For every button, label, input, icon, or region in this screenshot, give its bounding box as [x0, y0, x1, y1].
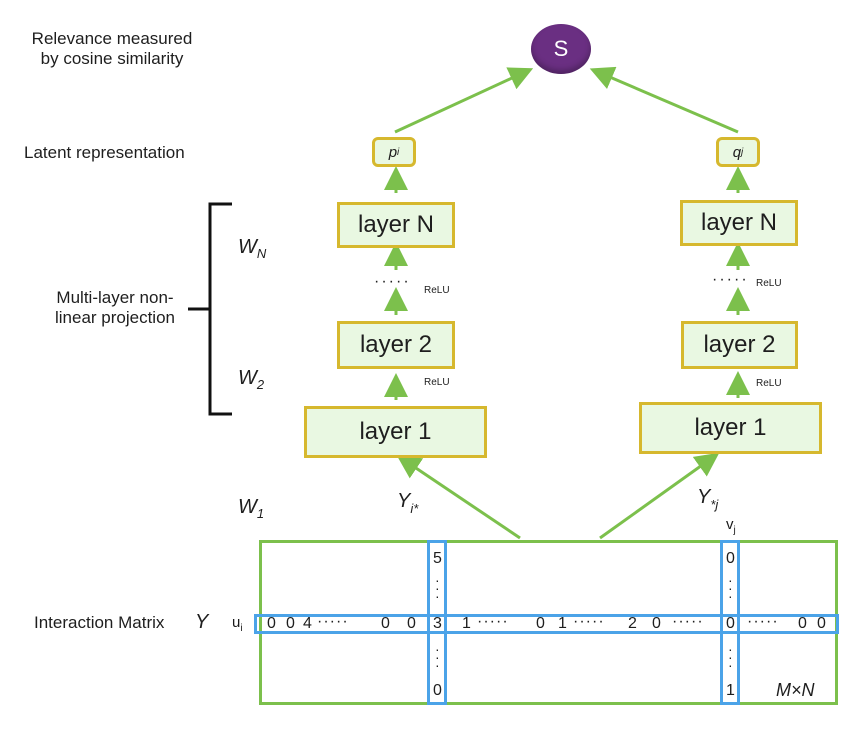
row-cell: ····· [747, 613, 779, 630]
col-i-vdots-upper: ··· [435, 572, 440, 604]
mlp-label: Multi-layer non- linear projection [54, 288, 175, 327]
interaction-label: Interaction Matrix [34, 613, 165, 632]
left-layer-n: layer N [337, 202, 455, 248]
row-cell: 2 [628, 615, 637, 632]
right-layer-1: layer 1 [639, 402, 822, 454]
row-cell: ····· [317, 613, 349, 630]
col-i-vdots-lower: ··· [435, 641, 440, 673]
row-cell: 0 [407, 615, 416, 632]
row-cell: 0 [286, 615, 295, 632]
left-relu-top: ReLU [424, 285, 450, 296]
right-ellipsis: ····· [712, 271, 749, 288]
row-cell: 3 [433, 615, 442, 632]
col-highlight-i [427, 540, 447, 705]
row-cell: 0 [267, 615, 276, 632]
relevance-label: Relevance measured by cosine similarity [31, 29, 193, 68]
row-cell: 1 [558, 615, 567, 632]
row-cell: 0 [798, 615, 807, 632]
col-i-bottom: 0 [433, 682, 442, 699]
row-cell: 0 [817, 615, 826, 632]
row-cell: 0 [536, 615, 545, 632]
left-layer-2: layer 2 [337, 321, 455, 369]
right-layer-n: layer N [680, 200, 798, 246]
similarity-node: S [531, 24, 591, 74]
right-input-label: Y*j [697, 486, 719, 512]
row-cell: ····· [477, 613, 509, 630]
arrow-q-to-s [589, 66, 739, 134]
left-relu-bottom: ReLU [424, 377, 450, 388]
col-j-vdots-lower: ··· [728, 641, 733, 673]
weight-w2: W2 [238, 367, 265, 392]
row-cell: 0 [726, 615, 735, 632]
weight-w1: W1 [238, 496, 265, 521]
row-cell: 1 [462, 615, 471, 632]
col-highlight-j [720, 540, 740, 705]
left-layer-1: layer 1 [304, 406, 487, 458]
arrow-matrix-to-right [599, 452, 720, 540]
row-cell: 0 [652, 615, 661, 632]
col-j-top: 0 [726, 550, 735, 567]
row-cell: 0 [381, 615, 390, 632]
right-relu-top: ReLU [756, 278, 782, 289]
row-label: ui [232, 614, 243, 634]
col-label: vj [726, 516, 736, 536]
row-highlight [254, 614, 839, 634]
interaction-symbol: Y [195, 611, 209, 633]
layers-bracket [188, 202, 232, 416]
arrow-p-to-s [394, 67, 534, 134]
col-j-vdots-upper: ··· [728, 572, 733, 604]
arrow-matrix-to-left [396, 454, 521, 540]
row-cell: ····· [573, 613, 605, 630]
right-relu-bottom: ReLU [756, 378, 782, 389]
matrix-dims: M×N [776, 680, 815, 700]
left-ellipsis: ····· [374, 273, 411, 290]
left-input-label: Yi* [397, 490, 419, 516]
row-cell: 4 [303, 615, 312, 632]
col-i-top: 5 [433, 550, 442, 567]
latent-label: Latent representation [24, 143, 185, 162]
weight-wn: WN [238, 236, 267, 261]
right-layer-2: layer 2 [681, 321, 798, 369]
row-cell: ····· [672, 613, 704, 630]
col-j-bottom: 1 [726, 682, 735, 699]
